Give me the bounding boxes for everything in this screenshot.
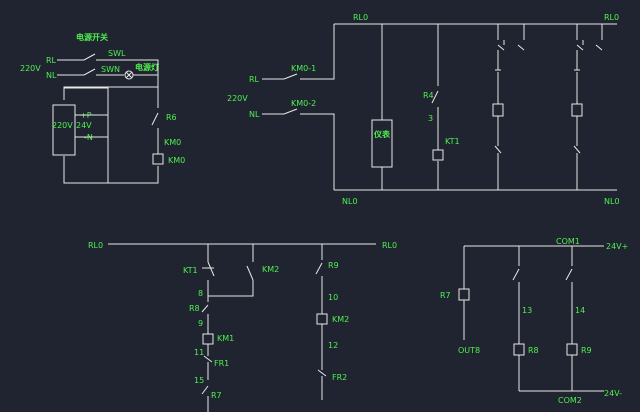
r8-ctrl-label: R8 [189, 304, 200, 313]
fr1-contact [203, 344, 213, 380]
km0-coil [152, 153, 164, 165]
node-9-label: 9 [198, 319, 203, 328]
rl0-top-left-label: RL0 [353, 13, 368, 22]
r9-ctrl-label: R9 [328, 261, 339, 270]
km1-coil [202, 333, 214, 345]
kt1-km2-contacts [202, 244, 254, 297]
rl-input-label: RL [46, 56, 57, 65]
fr2-label: FR2 [332, 373, 347, 382]
main-220v-label: 220V [227, 94, 248, 103]
r9-km2-column [315, 244, 327, 400]
r8-out-wire [512, 246, 520, 391]
r9-coil [566, 343, 578, 356]
main-nl-label: NL [249, 110, 260, 119]
v24-minus-label: 24V- [604, 389, 622, 398]
psu-220v-label: 220V [52, 121, 73, 130]
km0-coil-label: KM0 [168, 156, 185, 165]
com1-label: COM1 [556, 237, 580, 246]
r7-out-label: R7 [440, 291, 451, 300]
node-12-label: 12 [328, 341, 338, 350]
com2-label: COM2 [558, 396, 582, 405]
r9-out-label: R9 [581, 346, 592, 355]
psu-24v-label: 24V [76, 121, 92, 130]
power-switch-label: 电源开关 [76, 32, 108, 42]
r9-out-wire [565, 246, 573, 391]
branch-3-wire [494, 23, 525, 190]
swl-label: SWL [108, 49, 126, 58]
control-section: RL0 RL0 KT1 KM2 8 R8 9 KM1 11 FR1 15 R7 … [88, 241, 397, 412]
branch-4-wire [573, 23, 603, 190]
node-11-label: 11 [194, 348, 204, 357]
kt1-coil [432, 149, 444, 161]
lamp-cross [125, 71, 133, 79]
instrument-box [371, 119, 393, 168]
r4-label: R4 [423, 91, 434, 100]
rl-wire [57, 53, 159, 100]
r7-ctrl-label: R7 [211, 391, 222, 400]
km0-1-label: KM0-1 [291, 64, 316, 73]
swn-label: SWN [101, 65, 120, 74]
r8-contact [201, 296, 209, 334]
node-15-label: 15 [194, 376, 204, 385]
km2-coil [316, 313, 328, 325]
rl0-ctrl-right-label: RL0 [382, 241, 397, 250]
voltage-220v-label: 220V [20, 64, 41, 73]
km0-2-wire [262, 108, 335, 190]
nl-input-label: NL [46, 71, 57, 80]
nl-wire [57, 68, 124, 76]
km2-coil-label: KM2 [332, 315, 349, 324]
psu-output-wires [75, 114, 108, 138]
r8-out-label: R8 [528, 346, 539, 355]
node-10-label: 10 [328, 293, 338, 302]
kt1-branch-wire [431, 24, 439, 190]
psu-box [52, 104, 76, 156]
nl0-right-label: NL0 [604, 197, 620, 206]
r6-branch-wire [108, 87, 159, 184]
rl0-ctrl-left-label: RL0 [88, 241, 103, 250]
power-lamp-label: 电源灯 [135, 62, 159, 72]
branch-4-coil [571, 103, 583, 117]
out8-label: OUT8 [458, 346, 480, 355]
main-rl-label: RL [249, 75, 260, 84]
rl0-top-right-label: RL0 [604, 13, 619, 22]
kt1-coil-label: KT1 [445, 137, 460, 146]
instrument-label: 仪表 [373, 129, 391, 139]
fr1-label: FR1 [214, 359, 229, 368]
node-14-label: 14 [575, 306, 585, 315]
km0-2-label: KM0-2 [291, 99, 316, 108]
r8-coil [513, 343, 525, 356]
r7-contact [201, 385, 209, 412]
r7-coil [458, 288, 470, 301]
output-section: COM1 24V+ COM2 24V- R7 OUT8 13 R8 14 R9 [440, 237, 628, 405]
main-power-section: RL0 RL0 NL0 NL0 RL 220V NL KM0-1 KM0-2 仪… [227, 13, 620, 206]
km1-label: KM1 [217, 334, 234, 343]
power-input-section: 电源开关 RL 220V NL SWL SWN 电源灯 220V +P 24V … [20, 32, 185, 184]
r6-label: R6 [166, 113, 177, 122]
node-8-label: 8 [198, 289, 203, 298]
km0-contact-label: KM0 [164, 138, 181, 147]
branch-3-coil [492, 103, 504, 117]
km0-1-wire [262, 24, 335, 80]
node-13-label: 13 [522, 306, 532, 315]
km2-ctrl-label: KM2 [262, 265, 279, 274]
v24-plus-label: 24V+ [606, 242, 628, 251]
kt1-ctrl-label: KT1 [183, 266, 198, 275]
kt1-node-3-label: 3 [428, 114, 433, 123]
nl0-left-label: NL0 [342, 197, 358, 206]
